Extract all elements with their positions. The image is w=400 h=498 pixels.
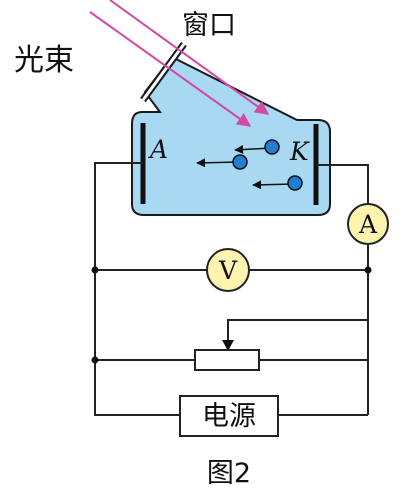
window-plate-glass [141,43,186,101]
junction-left-top [91,266,99,274]
circuit-wires [94,162,369,416]
electrons [196,139,303,191]
ammeter [347,203,389,245]
wire-anode-lead [94,162,180,416]
power-supply-label: 电源 [202,401,256,432]
electron-path-3 [252,180,295,190]
anode-label: A [148,135,168,164]
junctions [91,266,372,364]
electron-1 [264,139,280,155]
light-ray-2 [109,0,270,115]
rheostat-slider-arrow [222,340,234,351]
junction-left-bottom [91,356,99,364]
light-beam-label: 光束 [14,43,74,78]
wire-slider-lead [227,319,368,345]
power-supply-box [179,395,279,437]
window-label: 窗口 [182,10,236,41]
electron-3 [287,175,303,191]
figure-caption: 图2 [207,458,251,489]
light-beam [89,0,270,127]
junction-right-top [364,266,372,274]
light-ray-1 [89,11,252,127]
ammeter-label: A [358,210,378,239]
phototube-body [131,55,331,216]
electron-path-2 [196,158,240,168]
rheostat [194,349,260,371]
electron-2 [232,154,248,170]
voltmeter-label: V [218,256,238,285]
wire-cathode-lead [316,164,369,203]
voltmeter [206,248,250,292]
phototube [131,41,331,216]
cathode-label: K [289,137,310,166]
